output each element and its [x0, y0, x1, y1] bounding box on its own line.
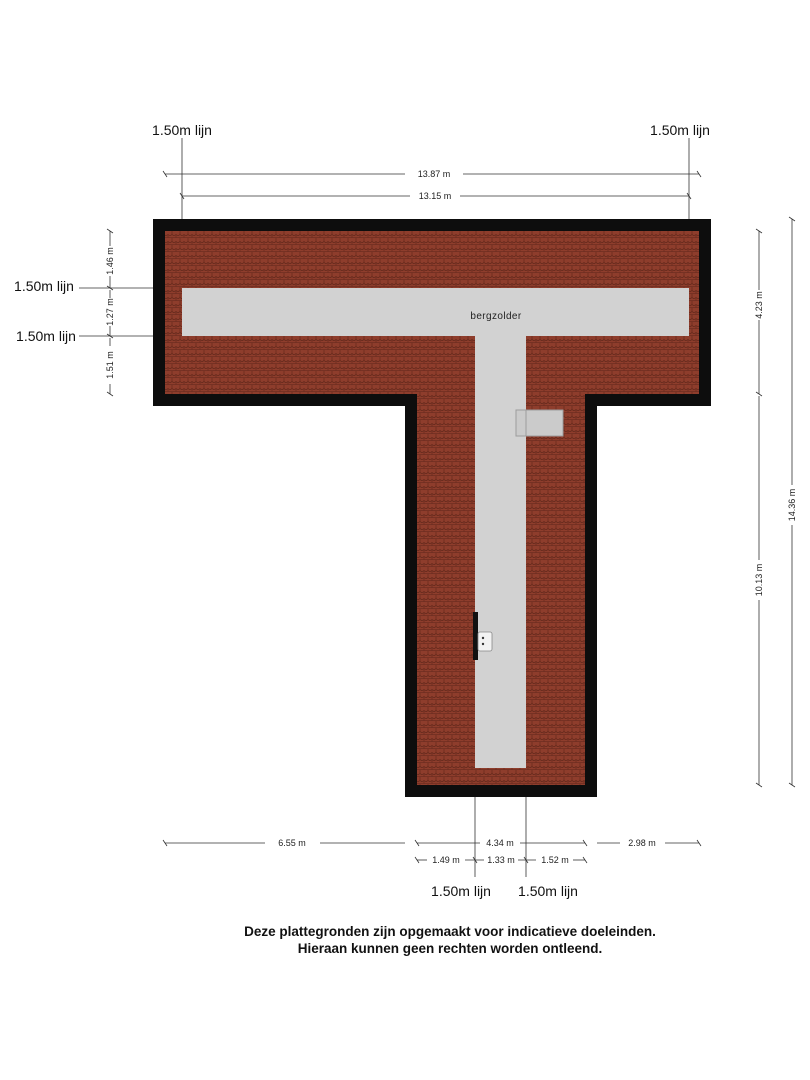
dim-left-mid: 1.27 m	[105, 298, 115, 326]
disclaimer-line-2: Hieraan kunnen geen rechten worden ontle…	[297, 941, 603, 956]
line-label-left-bottom: 1.50m lijn	[16, 328, 76, 344]
dim-top-inner: 13.15 m	[419, 191, 452, 201]
dim-bottom-mid: 4.34 m	[486, 838, 514, 848]
dim-left-top: 1.46 m	[105, 247, 115, 275]
dim-top-outer: 13.87 m	[418, 169, 451, 179]
roof-tiles	[165, 231, 699, 785]
dim-left-bottom: 1.51 m	[105, 351, 115, 379]
dim-bottom-sub-2: 1.33 m	[487, 855, 515, 865]
attic-floor	[182, 288, 689, 768]
dim-bottom-right: 2.98 m	[628, 838, 656, 848]
stair-box	[477, 631, 493, 652]
line-label-bottom-left: 1.50m lijn	[431, 883, 491, 899]
dim-right-total: 14.36 m	[787, 489, 797, 522]
dim-right-lower: 10.13 m	[754, 564, 764, 597]
disclaimer-line-1: Deze plattegronden zijn opgemaakt voor i…	[244, 924, 656, 939]
line-label-bottom-right: 1.50m lijn	[518, 883, 578, 899]
line-label-left-top: 1.50m lijn	[14, 278, 74, 294]
line-label-top-right: 1.50m lijn	[650, 122, 710, 138]
line-label-top-left: 1.50m lijn	[152, 122, 212, 138]
dim-right-upper: 4.23 m	[754, 291, 764, 319]
dim-bottom-left: 6.55 m	[278, 838, 306, 848]
roof-hatch	[515, 409, 564, 437]
room-label: bergzolder	[470, 311, 522, 322]
dim-bottom-sub-1: 1.49 m	[432, 855, 460, 865]
stair-opening	[473, 612, 478, 660]
dim-bottom-sub-3: 1.52 m	[541, 855, 569, 865]
